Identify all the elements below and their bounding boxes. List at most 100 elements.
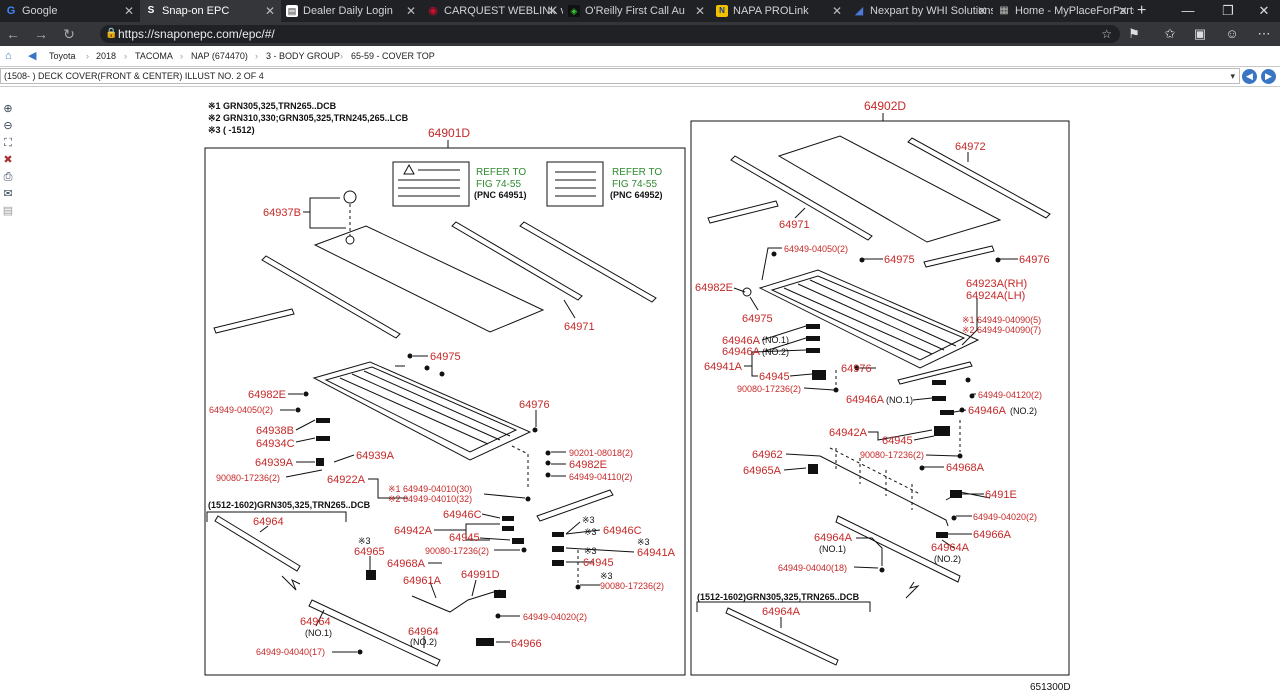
callout-label[interactable]: 64966A [973,529,1012,541]
close-icon[interactable]: ✕ [264,4,275,18]
callout-label[interactable]: 64945 [449,532,480,544]
breadcrumb-model[interactable]: TACOMA [135,51,173,61]
callout-label[interactable]: 64949-04110(2) [569,472,632,482]
callout-label[interactable]: ※3 [584,527,597,537]
url-input[interactable]: 🔒 https://snaponepc.com/epc/#/ ☆ [100,25,1120,43]
breadcrumb-catalog[interactable]: NAP (674470) [191,51,248,61]
close-icon[interactable]: ✕ [123,4,134,18]
breadcrumb-year[interactable]: 2018 [96,51,117,61]
callout-label[interactable]: 64945 [759,371,790,383]
callout-label[interactable]: 64949-04020(2) [523,612,587,622]
callout-label[interactable]: 64975 [884,254,915,266]
print-icon[interactable]: ⎙ [3,171,13,183]
extension-icon[interactable]: ⚑ [1128,26,1140,41]
callout-label[interactable]: ※3 [582,515,595,525]
left-group-label[interactable]: 64901D [428,126,470,140]
callout-label[interactable]: ※3 [637,537,650,547]
callout-label[interactable]: 64964 [253,516,284,528]
callout-label[interactable]: ※2 64949-04090(7) [962,325,1041,335]
callout-label[interactable]: 64971 [564,321,595,333]
next-illustration-button[interactable]: ▶ [1261,69,1276,84]
callout-label[interactable]: 64971 [779,219,810,231]
zoom-in-icon[interactable]: ⊕ [3,103,13,115]
new-tab-button[interactable]: + [1137,2,1147,19]
callout-label[interactable]: 64939A [356,450,395,462]
callout-label[interactable]: 64982E [695,282,733,294]
callout-label[interactable]: 64962 [752,449,783,461]
profile-icon[interactable]: ☺ [1225,26,1239,41]
callout-label[interactable]: 64949-04040(18) [778,563,847,573]
callout-label[interactable]: 64964A [931,542,970,554]
tab-myplaceforparts[interactable]: ▦ Home - MyPlaceForParts ✕ [993,0,1134,22]
callout-label[interactable]: (NO.2) [1010,406,1037,416]
notes-icon[interactable]: ▤ [2,205,14,217]
right-group-label[interactable]: 64902D [864,99,906,113]
callout-label[interactable]: 64976 [841,363,872,375]
callout-label[interactable]: ※3 [600,571,613,581]
callout-label[interactable]: 64965 [354,546,385,558]
callout-label[interactable]: 64968A [387,558,426,570]
callout-label[interactable]: 64949-04040(17) [256,647,325,657]
tab-oreilly[interactable]: ◈ O'Reilly First Call Auto Parts ✕ [563,0,711,22]
more-menu-icon[interactable]: ⋯ [1257,26,1271,41]
refer-fig-link[interactable]: FIG 74-55 [612,179,657,190]
callout-label[interactable]: 64946A [722,346,761,358]
close-icon[interactable]: ✕ [976,4,987,18]
tab-dealer-daily[interactable]: ▤ Dealer Daily Login ✕ [281,0,422,22]
callout-label[interactable]: ※1 64949-04010(30) [388,484,472,494]
callout-label[interactable]: ※1 64949-04090(5) [962,315,1041,325]
callout-label[interactable]: 90080-17236(2) [216,473,280,483]
callout-label[interactable]: ※3 [358,536,371,546]
callout-label[interactable]: 64976 [519,399,550,411]
callout-label[interactable]: 64922A [327,474,366,486]
callout-label[interactable]: 90080-17236(2) [737,384,801,394]
callout-label[interactable]: 64942A [829,427,868,439]
tab-nexpart[interactable]: ◢ Nexpart by WHI Solutions ✕ [848,0,993,22]
callout-label[interactable]: 90080-17236(2) [860,450,924,460]
callout-label[interactable]: ※2 64949-04010(32) [388,494,472,504]
callout-label[interactable]: 64923A(RH) [966,278,1027,290]
back-nav-icon[interactable]: ◀ [28,50,37,62]
callout-label[interactable]: 64991D [461,569,500,581]
callout-label[interactable]: 64964A [762,606,801,618]
close-icon[interactable]: ✕ [1117,4,1128,18]
favorites-icon[interactable]: ✩ [1164,26,1176,41]
callout-label[interactable]: 64968A [946,462,985,474]
callout-label[interactable]: 64975 [742,313,773,325]
close-icon[interactable]: ✕ [694,4,705,18]
minimize-button[interactable]: — [1181,3,1195,18]
callout-label[interactable]: 64949-04050(2) [784,244,848,254]
callout-label[interactable]: 64946A [846,394,885,406]
callout-label[interactable]: 64964 [408,626,439,638]
callout-label[interactable]: (NO.2) [762,347,789,357]
callout-label[interactable]: 64946C [443,509,482,521]
callout-label[interactable]: (NO.1) [305,628,332,638]
zoom-out-icon[interactable]: ⊖ [3,120,13,132]
callout-label[interactable]: 64946C [603,525,642,537]
callout-label[interactable]: 64946A [722,335,761,347]
callout-label[interactable]: 64964A [814,532,853,544]
callout-label[interactable]: 64946A [968,405,1007,417]
callout-label[interactable]: 64976 [1019,254,1050,266]
tab-napa[interactable]: N NAPA PROLink ✕ [711,0,848,22]
callout-label[interactable]: 64949-04050(2) [209,405,273,415]
refer-fig-link[interactable]: FIG 74-55 [476,179,521,190]
tab-carquest[interactable]: ◉ CARQUEST WEBLINK v2 ✕ [422,0,563,22]
callout-label[interactable]: 64961A [403,575,442,587]
close-icon[interactable]: ✕ [405,4,416,18]
callout-label[interactable]: 64938B [256,425,294,437]
callout-label[interactable]: (NO.1) [762,335,789,345]
callout-label[interactable]: 64939A [255,457,294,469]
close-icon[interactable]: ✕ [831,4,842,18]
callout-label[interactable]: (NO.1) [819,544,846,554]
callout-label[interactable]: (NO.2) [410,637,437,647]
breadcrumb-group[interactable]: 3 - BODY GROUP [266,51,340,61]
callout-label[interactable]: 64945 [583,557,614,569]
back-arrow-icon[interactable]: ← [6,26,20,42]
callout-label[interactable]: 64982E [248,389,286,401]
callout-label[interactable]: 90080-17236(2) [425,546,489,556]
favorite-star-icon[interactable]: ☆ [1101,27,1112,41]
callout-label[interactable]: 64972 [955,141,986,153]
callout-label[interactable]: 64941A [704,361,743,373]
illustration-select[interactable]: (1508- ) DECK COVER(FRONT & CENTER) ILLU… [0,68,1240,84]
